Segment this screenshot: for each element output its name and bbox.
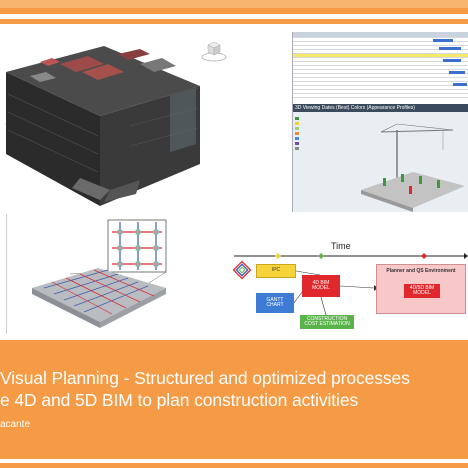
diagram-arrows-icon — [232, 253, 468, 316]
top-stripe — [0, 0, 468, 8]
left-rule — [6, 214, 7, 334]
bim4d-box: 4D BIM MODEL — [302, 275, 340, 297]
crane-scene-icon — [361, 123, 465, 212]
view-title: 3D Viewing Dates (Best) Colors (Appearan… — [293, 104, 468, 112]
ipc-box: IPC — [256, 264, 296, 278]
bim45-box: 4D/5D BIM MODEL — [404, 284, 440, 298]
building-render — [0, 24, 230, 214]
cost-box: CONSTRUCTION COST ESTIMATION — [300, 315, 354, 329]
planner-environment: Planner and QS Environment — [376, 264, 466, 314]
slab-detail-view — [0, 214, 230, 340]
headline-line2: e 4D and 5D BIM to plan construction act… — [0, 390, 359, 410]
view-cube-icon[interactable] — [200, 37, 228, 65]
schedule-table[interactable] — [293, 32, 468, 104]
process-diagram: Time IPC 4D BIM MODEL GANTT CHART CONSTR… — [232, 240, 468, 340]
building-render-icon — [4, 46, 200, 206]
author-name: acante — [0, 419, 31, 430]
appearance-legend — [295, 116, 355, 151]
slab-rebar-icon — [32, 219, 167, 328]
schedule-view: 3D Viewing Dates (Best) Colors (Appearan… — [292, 32, 468, 212]
time-label: Time — [331, 241, 351, 251]
headline-line1: Visual Planning - Structured and optimiz… — [0, 368, 410, 388]
top-divider — [0, 14, 468, 19]
bottom-divider — [0, 459, 468, 463]
gantt-box: GANTT CHART — [256, 293, 294, 313]
environment-title: Planner and QS Environment — [386, 268, 456, 274]
